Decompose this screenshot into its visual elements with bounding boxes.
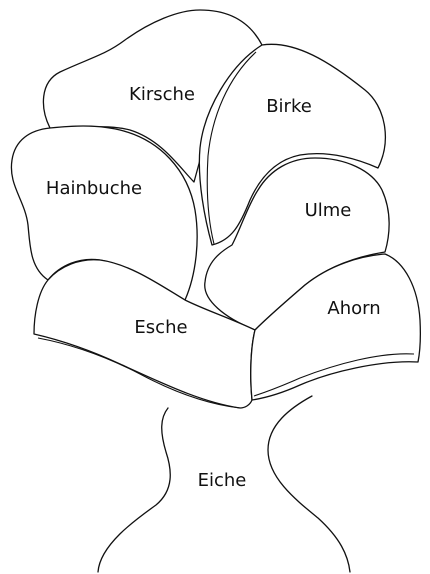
- label-esche: Esche: [134, 317, 187, 338]
- trunk-left-outline: [98, 408, 170, 572]
- label-hainbuche: Hainbuche: [46, 178, 142, 199]
- label-ahorn: Ahorn: [327, 298, 380, 319]
- label-eiche: Eiche: [198, 470, 247, 491]
- label-ulme: Ulme: [305, 200, 352, 221]
- label-kirsche: Kirsche: [129, 84, 195, 105]
- label-birke: Birke: [266, 96, 312, 117]
- region-eiche[interactable]: Eiche: [98, 396, 350, 572]
- trunk-right-outline: [268, 396, 350, 572]
